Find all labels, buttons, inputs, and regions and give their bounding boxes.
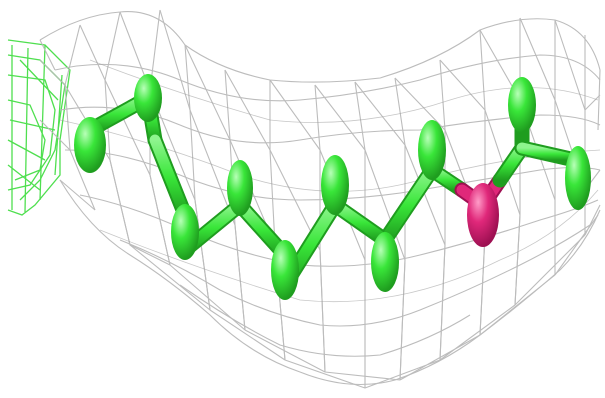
carbon-atom — [565, 146, 591, 210]
carbon-atom — [418, 120, 446, 180]
carbon-atom — [74, 117, 106, 173]
oxygen-atom — [467, 183, 499, 247]
density-mesh — [39, 9, 601, 389]
ligand-model — [74, 74, 591, 300]
carbon-atom — [227, 160, 253, 216]
ligand-atoms — [74, 74, 591, 300]
carbon-atom — [271, 240, 299, 300]
neighbor-mesh — [7, 39, 71, 216]
carbon-atom — [134, 74, 162, 122]
carbon-atom — [321, 155, 349, 215]
carbon-atom — [508, 77, 536, 133]
carbon-atom — [171, 204, 199, 260]
carbon-atom — [371, 232, 399, 292]
